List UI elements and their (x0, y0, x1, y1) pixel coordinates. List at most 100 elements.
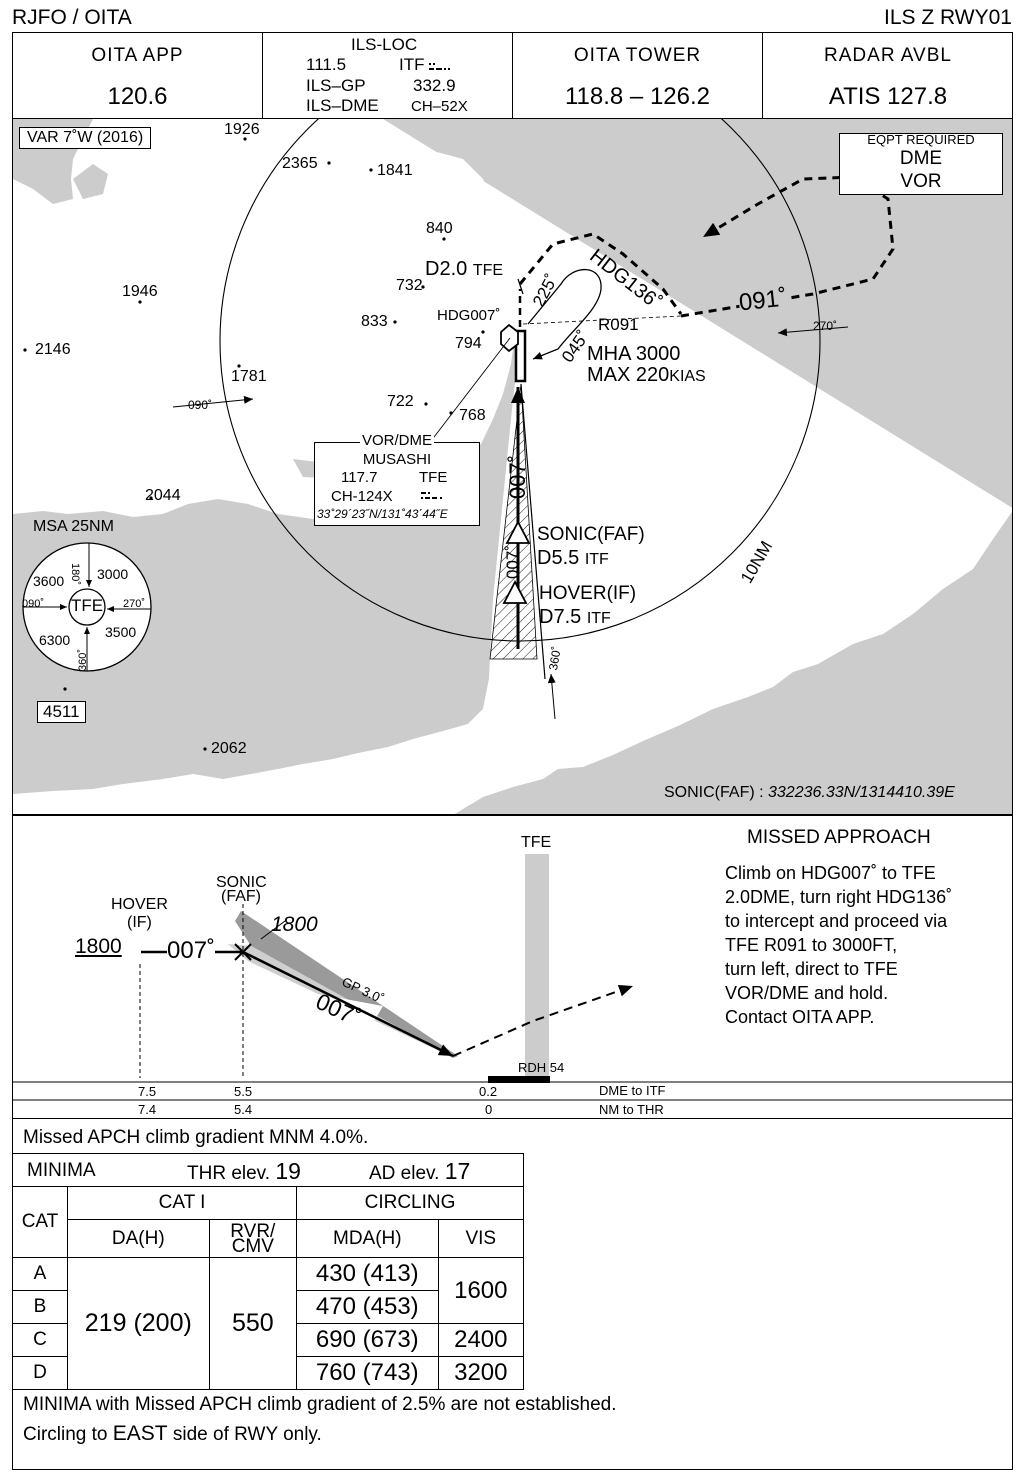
course-270-label: 270˚ (813, 319, 838, 333)
ils-gp-frequency: 332.9 (413, 76, 456, 95)
dme-value-hover: 7.5 (138, 1084, 157, 1099)
nm-value-sonic: 5.4 (234, 1102, 253, 1117)
ils-loc-ident: ITF (399, 55, 425, 74)
cat-d: D (13, 1356, 68, 1390)
max-speed-value: MAX 220 (587, 364, 670, 386)
cat-header: CAT (13, 1186, 68, 1258)
spot-height-dots (23, 137, 485, 751)
profile-tfe-label: TFE (521, 834, 552, 851)
spot-height-2062: 2062 (211, 740, 247, 757)
mda-cat-d: 760 (743) (296, 1356, 439, 1390)
nm-value-threshold: 0 (485, 1102, 493, 1117)
radial-r091-label: R091 (598, 315, 639, 334)
tower-frequency: 118.8 – 126.2 (564, 83, 711, 110)
course-label-bg (313, 994, 383, 1023)
radial-r091-line (522, 315, 682, 325)
ad-elevation: AD elev. 17 (369, 1158, 470, 1185)
mda-cat-c: 690 (673) (296, 1323, 439, 1357)
eqpt-vor: VOR (900, 171, 942, 192)
n-land (73, 164, 108, 199)
ils-dme-channel: CH–52X (411, 98, 468, 115)
tfe-vor-column (525, 854, 549, 1080)
max-speed-unit: KIAS (669, 368, 706, 385)
missed-line-3: to intercept and proceed via (725, 911, 948, 931)
final-course-line (520, 383, 546, 680)
cat1-header: CAT I (67, 1186, 297, 1220)
mha-label: MHA 3000 (587, 343, 681, 365)
approach-hatched-area (489, 383, 538, 660)
msa-west-bearing: 090˚ (22, 598, 45, 610)
course-091-label: 091˚ (737, 284, 789, 318)
land-mass (383, 119, 1012, 814)
radar-title: RADAR AVBL (824, 45, 952, 66)
plan-view: VAR 7˚W (2016) EQPT REQUIRED DME VOR 192… (12, 119, 1013, 815)
missed-approach-text: Climb on HDG007˚ to TFE 2.0DME, turn rig… (725, 861, 952, 1029)
thr-elevation: THR elev. 19 (187, 1158, 301, 1185)
harbor-channels (353, 729, 483, 814)
minima-table: MINIMA THR elev. 19 AD elev. 17 CAT CAT … (13, 1153, 525, 1390)
sonic-coordinates-label: SONIC(FAF) : (664, 784, 768, 801)
spot-height-833: 833 (361, 313, 388, 330)
profile-sonic-label: SONIC (216, 874, 267, 891)
missed-approach-climb-line (452, 984, 634, 1057)
vis-header: VIS (437, 1219, 525, 1258)
vor-dme-name: MUSASHI (362, 451, 432, 468)
eqpt-dme: DME (899, 148, 943, 169)
spot-height-794: 794 (455, 335, 482, 352)
inbound-course-label-2: 007˚ (503, 544, 522, 579)
tower-title: OITA TOWER (573, 45, 702, 66)
rvr-value: 550 (208, 1257, 298, 1390)
spot-height-840: 840 (426, 220, 453, 237)
profile-sonic-altitude: 1800 (271, 913, 318, 936)
vis-cat-c: 2400 (437, 1323, 525, 1357)
arrival-360-arrow (547, 673, 556, 720)
nm-scale-label: NM to THR (599, 1102, 664, 1117)
d20-distance: D2.0 (425, 258, 468, 280)
d20-fix-label: D2.0 TFE (425, 258, 503, 281)
minima-note-2: Circling to EAST side of RWY only. (23, 1422, 322, 1446)
hover-distance-value: D7.5 (539, 606, 582, 628)
arrival-090-arrow (172, 395, 254, 408)
profile-intermediate-course: 007˚ (167, 937, 216, 965)
vor-dme-info-box: VOR/DME MUSASHI 117.7 TFE CH-124X 33˚29΄… (314, 432, 480, 526)
climb-gradient-note: Missed APCH climb gradient MNM 4.0%. (23, 1127, 369, 1148)
vor-dme-title-text: VOR/DME (359, 432, 434, 449)
missed-hdg136-path (518, 232, 683, 315)
rvr-label: RVR/ (230, 1220, 276, 1242)
spot-height-1841: 1841 (377, 162, 413, 179)
thr-elevation-value: 19 (275, 1158, 301, 1184)
missed-line-6: VOR/DME and hold. (725, 983, 889, 1003)
minima-section: Missed APCH climb gradient MNM 4.0%. MIN… (12, 1119, 1013, 1470)
app-frequency: 120.6 (107, 83, 168, 110)
ils-gp-label: ILS–GP (306, 76, 366, 95)
final-descent-line (242, 950, 454, 1058)
hover-if-triangle-icon (502, 580, 528, 604)
spot-height-732: 732 (396, 277, 423, 294)
circling-note-a: Circling to (23, 1424, 113, 1445)
profile-hover-altitude: 1800 (75, 935, 122, 958)
chart-procedure-title: ILS Z RWY01 (884, 6, 1012, 29)
tower-frequency-cell: OITA TOWER 118.8 – 126.2 (513, 33, 763, 118)
ils-morse-code-icon (429, 63, 450, 70)
max-elevation-box: 4511 (37, 701, 86, 723)
circling-note-east: EAST (112, 1422, 168, 1445)
mda-h-header: MDA(H) (296, 1219, 439, 1258)
circling-note-c: side of RWY only. (167, 1424, 322, 1445)
spot-height-722: 722 (387, 393, 414, 410)
dme-scale-label: DME to ITF (599, 1083, 666, 1098)
spot-height-2365: 2365 (282, 155, 318, 172)
dme-value-sonic: 5.5 (234, 1084, 253, 1099)
sea-area (13, 119, 515, 519)
app-frequency-cell: OITA APP 120.6 (13, 33, 263, 118)
west-land (13, 334, 518, 794)
da-h-header: DA(H) (67, 1219, 210, 1258)
mda-cat-a: 430 (413) (296, 1257, 439, 1291)
missed-line-4: TFE R091 to 3000FT, (725, 935, 898, 955)
spot-height-2044: 2044 (145, 487, 181, 504)
profile-hover-label: HOVER (111, 896, 168, 913)
missed-line-7: Contact OITA APP. (725, 1007, 875, 1027)
rvr-cmv-header: RVR/CMV (208, 1219, 298, 1258)
d20-fix-tick (517, 278, 524, 295)
sonic-faf-name: SONIC(FAF) (537, 524, 645, 545)
course-reversal-path (527, 268, 602, 360)
